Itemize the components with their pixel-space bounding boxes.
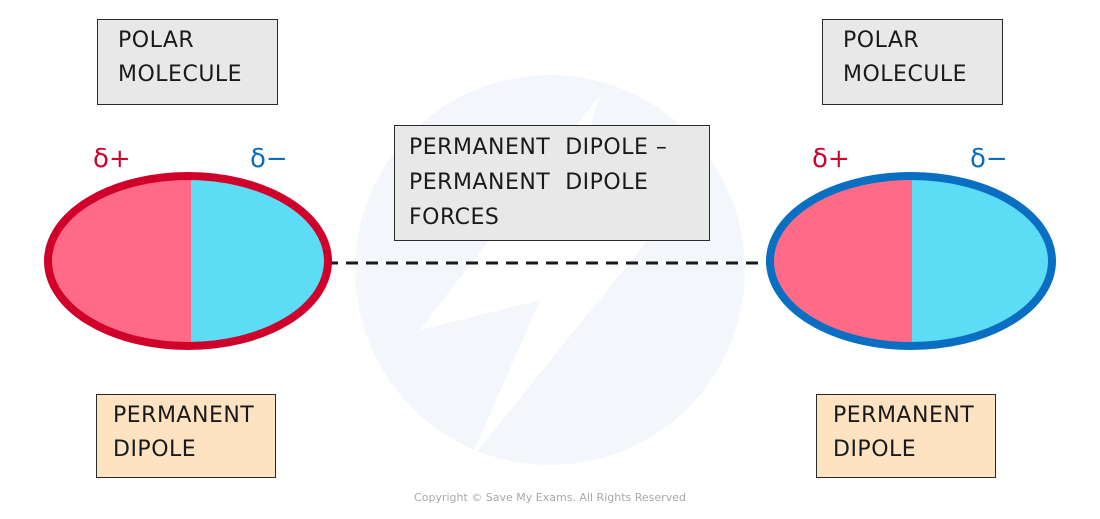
right-delta-positive: δ+ xyxy=(812,144,850,174)
right-molecule-outline xyxy=(766,172,1056,350)
left-delta-negative: δ− xyxy=(250,144,288,174)
right-delta-negative: δ− xyxy=(970,144,1008,174)
label-line: FORCES xyxy=(409,205,500,230)
label-line: MOLECULE xyxy=(843,62,968,87)
label-line: MOLECULE xyxy=(118,62,243,87)
label-line: POLAR xyxy=(118,28,195,53)
label-line: DIPOLE xyxy=(833,437,917,462)
left-delta-positive: δ+ xyxy=(93,144,131,174)
right-permanent-dipole-label: PERMANENT DIPOLE xyxy=(816,394,996,478)
right-molecule xyxy=(766,172,1056,350)
left-molecule-outline xyxy=(44,172,332,350)
left-permanent-dipole-label: PERMANENT DIPOLE xyxy=(96,394,276,478)
copyright-text: Copyright © Save My Exams. All Rights Re… xyxy=(414,491,686,504)
label-line: PERMANENT xyxy=(833,403,975,428)
label-line: POLAR xyxy=(843,28,920,53)
label-line: DIPOLE xyxy=(113,437,197,462)
force-label: PERMANENT DIPOLE – PERMANENT DIPOLE FORC… xyxy=(394,125,710,241)
label-line: PERMANENT xyxy=(113,403,255,428)
label-line: PERMANENT DIPOLE – xyxy=(409,135,668,160)
right-polar-molecule-label: POLAR MOLECULE xyxy=(822,19,1003,105)
label-line: PERMANENT DIPOLE xyxy=(409,170,649,195)
left-molecule xyxy=(44,172,332,350)
left-polar-molecule-label: POLAR MOLECULE xyxy=(97,19,278,105)
